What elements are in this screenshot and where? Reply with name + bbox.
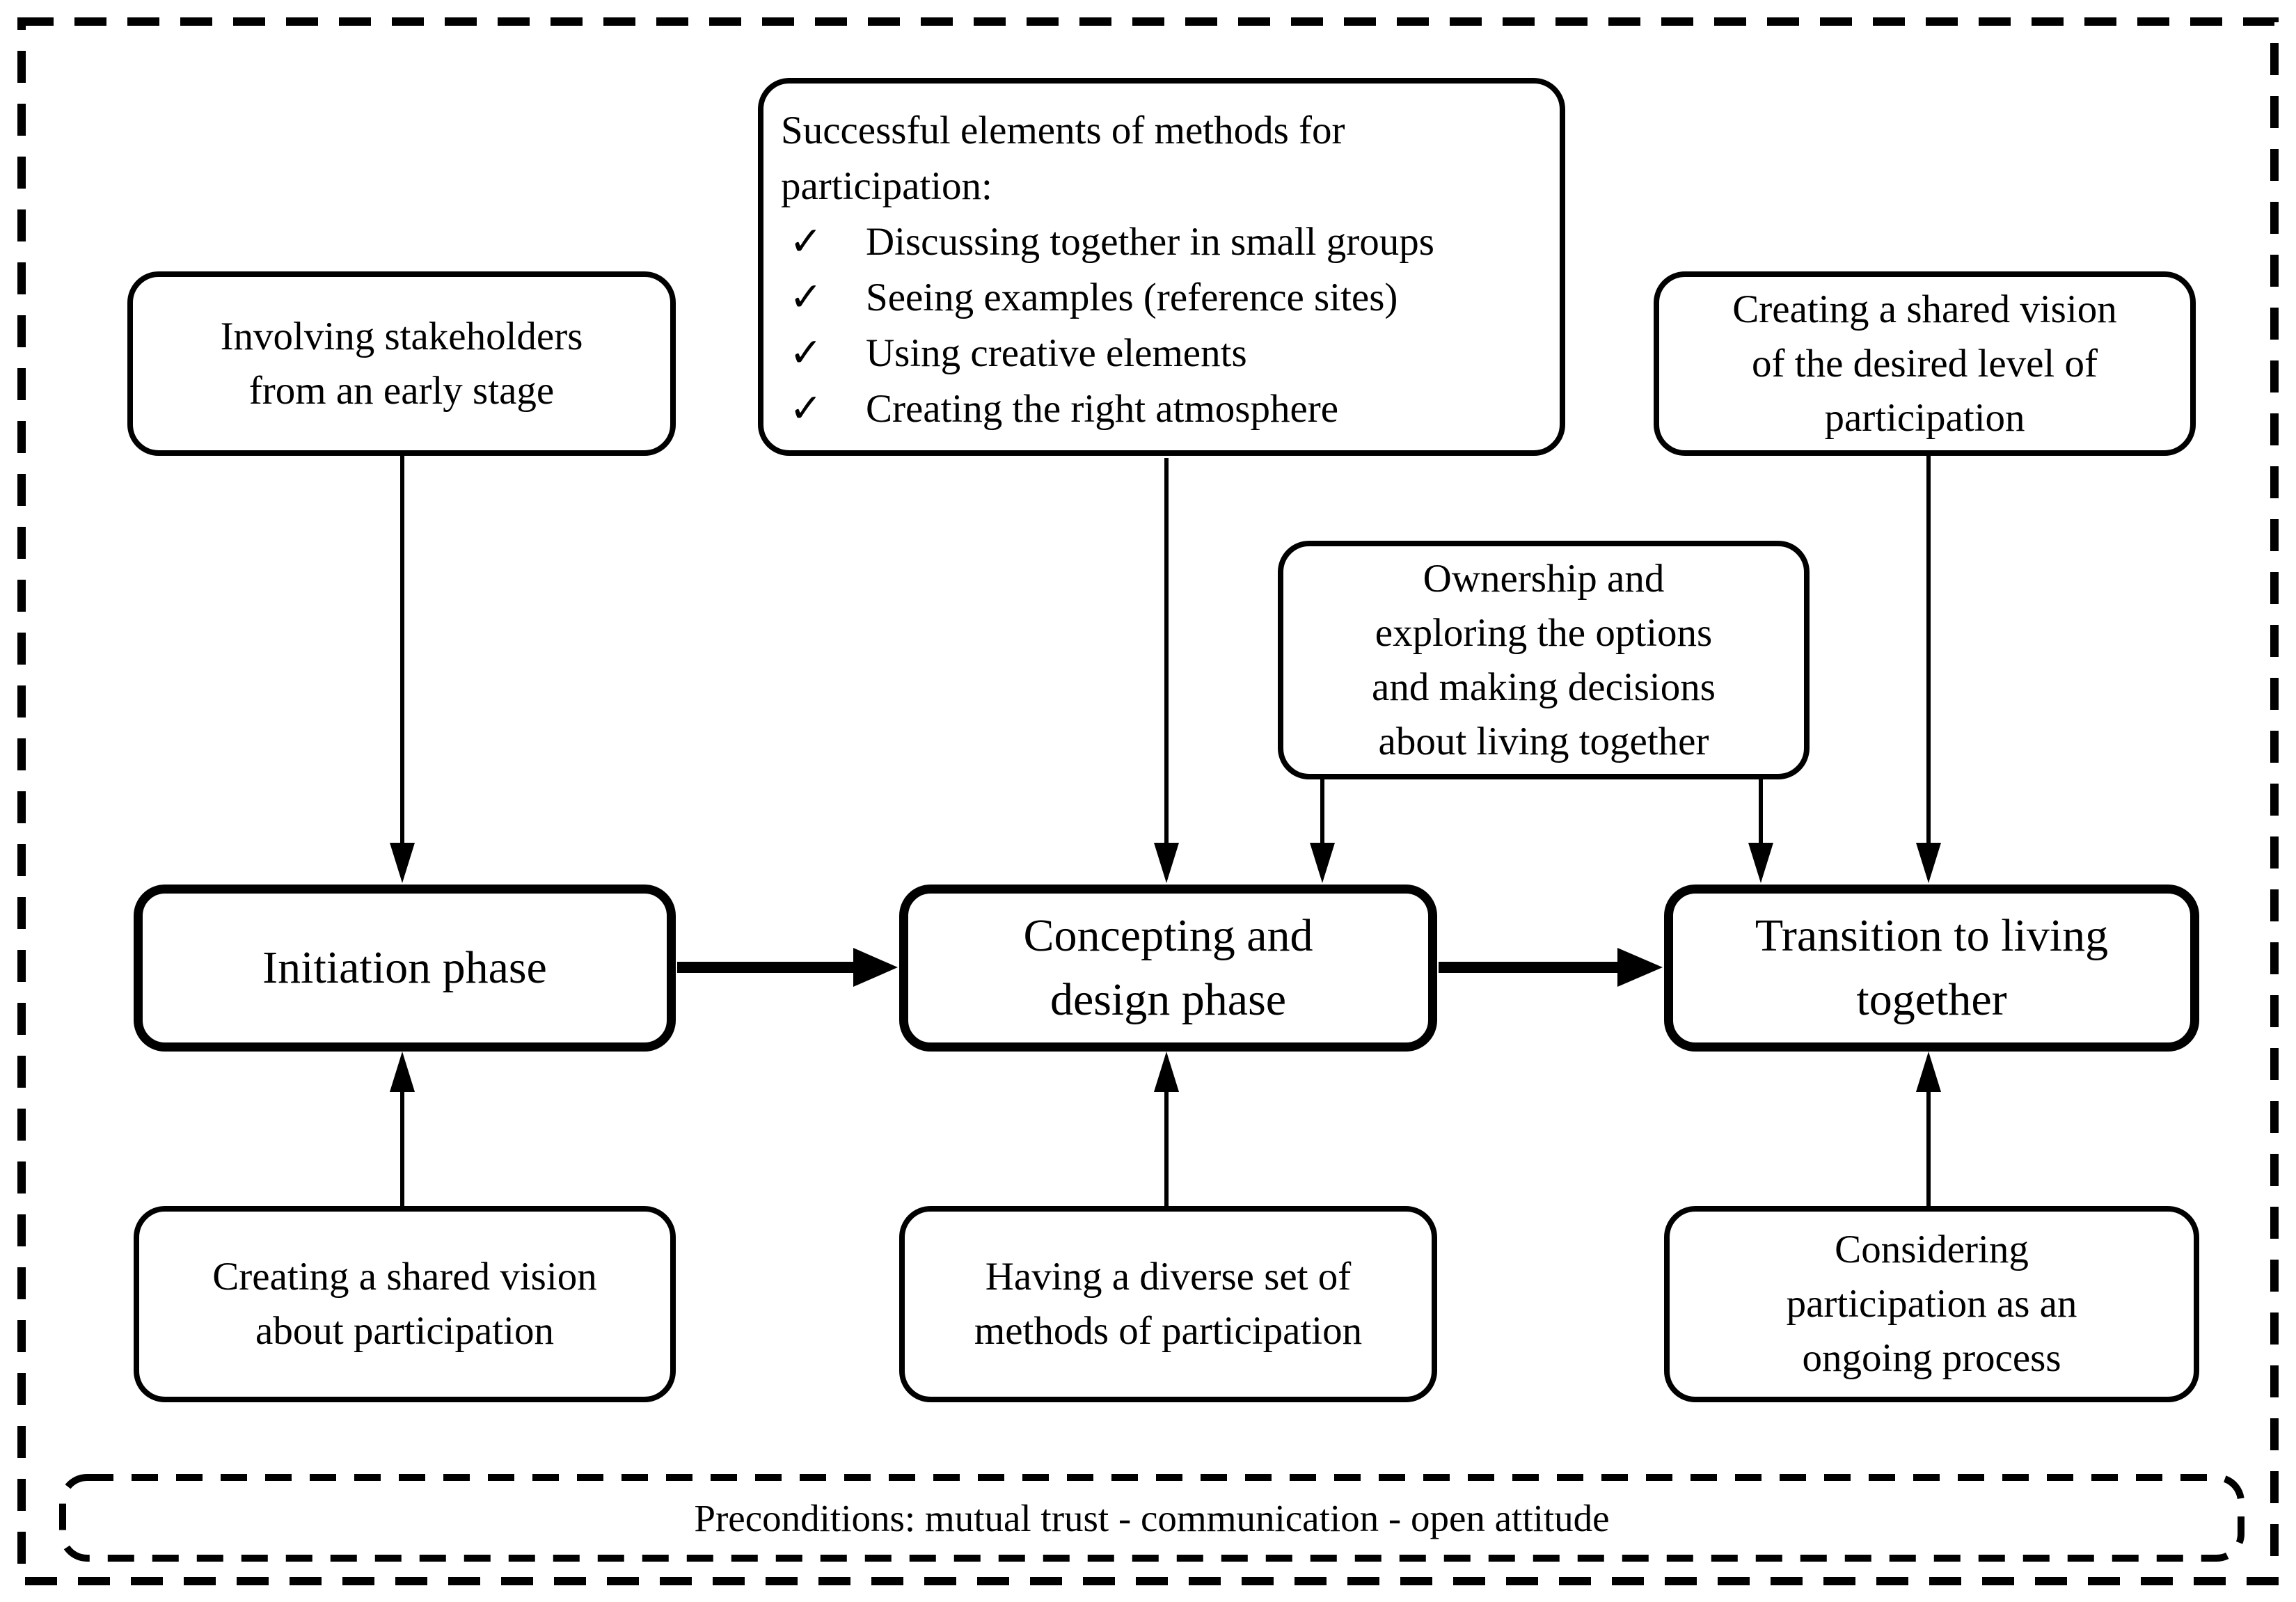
box-diverse-methods: Having a diverse set of methods of parti… bbox=[899, 1206, 1437, 1402]
box-shared-vision-desired-level: Creating a shared vision of the desired … bbox=[1654, 271, 2196, 456]
phase-label-line: design phase bbox=[1050, 974, 1287, 1025]
box-text-line: Ownership and bbox=[1423, 556, 1665, 601]
check-icon: ✓ bbox=[789, 331, 823, 375]
arrow-ownership-to-transition bbox=[1748, 776, 1773, 883]
box-text-line: exploring the options bbox=[1375, 610, 1713, 655]
box-successful-elements: Successful elements of methods for parti… bbox=[758, 78, 1565, 456]
box-shared-vision-participation: Creating a shared vision about participa… bbox=[134, 1206, 676, 1402]
box-text-line: Involving stakeholders bbox=[220, 314, 583, 358]
box-concepting-design-phase: Concepting and design phase bbox=[899, 885, 1437, 1052]
arrow-methods-to-concepting bbox=[1154, 1052, 1179, 1206]
outer-frame-border bbox=[17, 17, 2279, 1585]
arrow-initiation-to-concepting bbox=[677, 948, 898, 987]
box-involving-stakeholders: Involving stakeholders from an early sta… bbox=[127, 271, 676, 456]
box-text-line: participation as an bbox=[1786, 1282, 2077, 1326]
box-ownership-decisions: Ownership and exploring the options and … bbox=[1278, 541, 1810, 779]
box-text-line: of the desired level of bbox=[1752, 341, 2098, 386]
phase-label-line: together bbox=[1856, 974, 2007, 1025]
box-text-line: about living together bbox=[1378, 719, 1709, 763]
check-icon: ✓ bbox=[789, 276, 823, 319]
box-initiation-phase: Initiation phase bbox=[134, 885, 676, 1052]
arrow-vision-to-transition bbox=[1916, 456, 1941, 883]
checklist-item-label: Creating the right atmosphere bbox=[866, 387, 1339, 431]
preconditions-label: Preconditions: mutual trust - communicat… bbox=[694, 1496, 1610, 1539]
box-ongoing-process: Considering participation as an ongoing … bbox=[1664, 1206, 2199, 1402]
box-text-line: methods of participation bbox=[974, 1309, 1363, 1353]
box-text-line: and making decisions bbox=[1372, 665, 1716, 709]
check-icon: ✓ bbox=[789, 220, 823, 264]
box-text-line: Having a diverse set of bbox=[985, 1255, 1352, 1299]
checklist-item: ✓ Seeing examples (reference sites) bbox=[781, 270, 1547, 326]
checklist-item: ✓ Discussing together in small groups bbox=[781, 214, 1547, 270]
box-text-line: from an early stage bbox=[248, 368, 555, 413]
arrow-ownership-to-concepting bbox=[1310, 776, 1335, 883]
box-title-line: Successful elements of methods for bbox=[781, 109, 1345, 152]
box-text-line: Creating a shared vision bbox=[212, 1255, 597, 1299]
arrow-ongoing-to-transition bbox=[1916, 1052, 1941, 1206]
box-text-line: Creating a shared vision bbox=[1732, 287, 2117, 331]
checklist-item-label: Seeing examples (reference sites) bbox=[866, 276, 1398, 319]
checklist-item: ✓ Creating the right atmosphere bbox=[781, 381, 1547, 437]
preconditions-border bbox=[59, 1474, 2244, 1562]
phase-label-line: Concepting and bbox=[1023, 910, 1313, 961]
box-text-line: ongoing process bbox=[1802, 1336, 2061, 1380]
box-text-line: about participation bbox=[255, 1309, 554, 1353]
arrow-involving-to-initiation bbox=[390, 456, 415, 883]
arrow-elements-to-concepting bbox=[1154, 458, 1179, 883]
box-preconditions: Preconditions: mutual trust - communicat… bbox=[63, 1474, 2241, 1562]
box-transition-living-together: Transition to living together bbox=[1664, 885, 2199, 1052]
phase-label-line: Transition to living bbox=[1755, 910, 2109, 961]
box-text-line: Considering bbox=[1835, 1228, 2029, 1271]
arrow-sharedvision-to-initiation bbox=[390, 1052, 415, 1206]
checklist-item: ✓ Using creative elements bbox=[781, 326, 1547, 381]
box-title-line: participation: bbox=[781, 164, 992, 208]
arrow-concepting-to-transition bbox=[1439, 948, 1663, 987]
checklist-item-label: Using creative elements bbox=[866, 331, 1247, 375]
box-text-line: participation bbox=[1824, 395, 2025, 440]
check-icon: ✓ bbox=[789, 387, 823, 431]
phase-label: Initiation phase bbox=[262, 942, 547, 993]
checklist-item-label: Discussing together in small groups bbox=[866, 220, 1434, 264]
